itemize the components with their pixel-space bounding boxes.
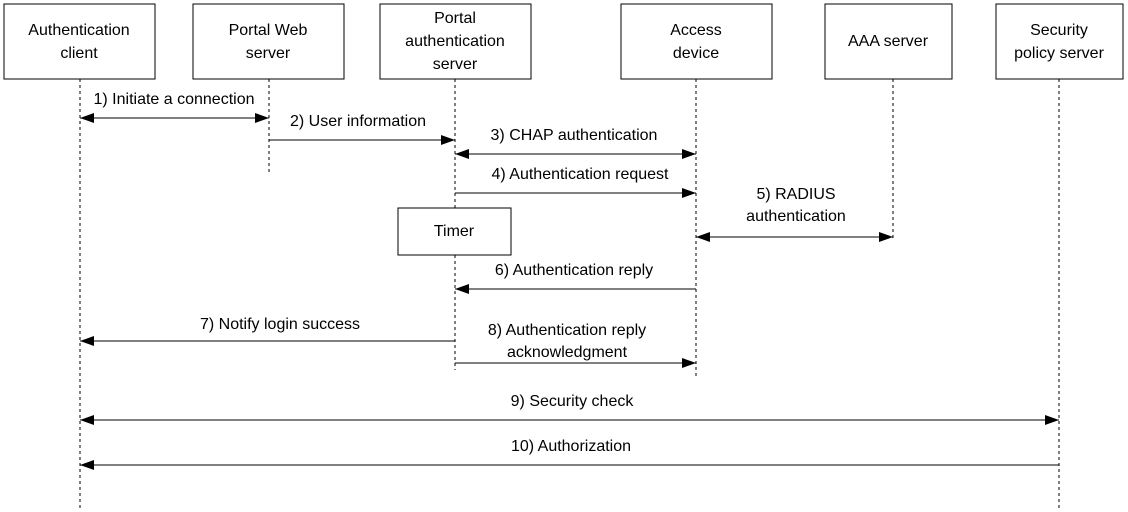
message-7-label: 7) Notify login success [200,316,360,333]
participant-security-policy [995,3,1124,80]
auth-client-label-2: client [60,45,98,62]
message-5-label-1: 5) RADIUS [756,186,835,203]
message-2-label: 2) User information [290,113,426,130]
timer-label: Timer [434,223,475,240]
message-4-label: 4) Authentication request [491,166,669,183]
timer-box [397,207,512,256]
security-policy-label-2: policy server [1014,45,1104,62]
auth-client-label-1: Authentication [28,22,129,39]
access-device-label-1: Access [670,22,722,39]
message-3-label: 3) CHAP authentication [491,127,658,144]
access-device-label-2: device [673,45,719,62]
security-policy-label-1: Security [1030,22,1088,39]
participant-access-device [620,3,773,80]
participant-auth-client [3,3,156,80]
message-1-label: 1) Initiate a connection [94,91,255,108]
portal-auth-label-3: server [433,56,478,73]
message-6-label: 6) Authentication reply [495,262,653,279]
participant-aaa-server [824,3,953,80]
participant-portal-auth [379,3,532,80]
portal-web-label-1: Portal Web [229,22,308,39]
participant-portal-web [192,3,345,80]
portal-auth-label-1: Portal [434,10,476,27]
message-9-label: 9) Security check [511,393,635,410]
portal-auth-label-2: authentication [405,33,505,50]
message-8-label-1: 8) Authentication reply [488,322,646,339]
message-8-label-2: acknowledgment [507,344,628,361]
message-5-label-2: authentication [746,208,846,225]
message-10-label: 10) Authorization [511,438,631,455]
aaa-server-label: AAA server [848,33,929,50]
portal-web-label-2: server [246,45,291,62]
